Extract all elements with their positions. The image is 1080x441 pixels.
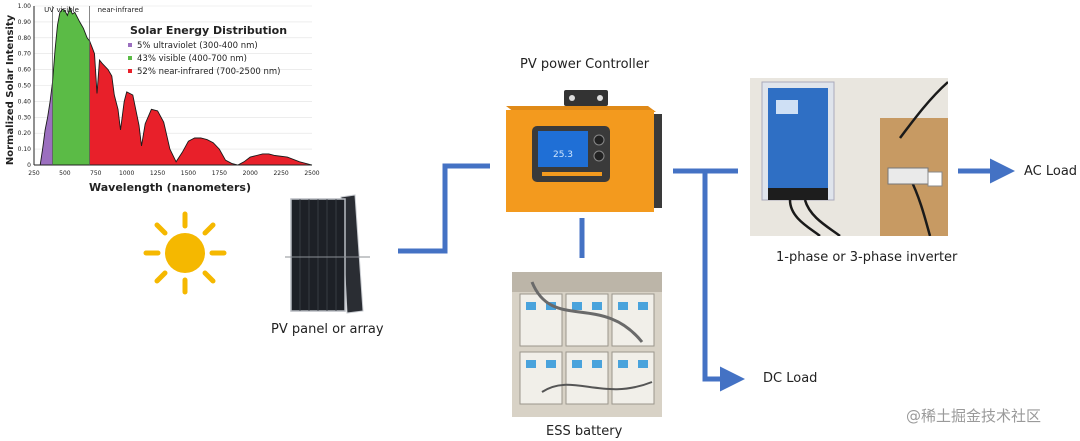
chart-y-tick-label: 0 — [27, 162, 31, 169]
chart-y-tick-label: 0.10 — [18, 146, 32, 153]
chart-x-tick-label: 2250 — [273, 170, 288, 177]
chart-area-visible — [52, 7, 90, 165]
chart-y-tick-label: 1.00 — [18, 3, 32, 10]
chart-y-tick-label: 0.60 — [18, 67, 32, 74]
sun-icon — [143, 211, 227, 295]
chart-region-label: UV — [44, 6, 54, 14]
chart-y-tick-label: 0.40 — [18, 98, 32, 105]
chart-x-tick-label: 1500 — [181, 170, 196, 177]
ac-load-label: AC Load — [1024, 164, 1078, 179]
inverter-label: 1-phase or 3-phase inverter — [776, 250, 958, 265]
chart-axes — [33, 6, 312, 166]
chart-x-tick-label: 1750 — [212, 170, 227, 177]
chart-legend-entry: 43% visible (400-700 nm) — [137, 54, 247, 64]
chart-y-tick-labels: 0 0.10 0.20 0.30 0.40 0.50 0.60 0.70 0.80 0.90 1.0… — [18, 3, 32, 169]
panel-to-controller-line — [398, 163, 490, 254]
chart-area-series — [39, 6, 313, 166]
solar-spectrum-chart: 0 0.10 0.20 0.30 0.40 0.50 0.60 0.70 0.80 0.90 1.0… — [0, 0, 320, 200]
chart-x-tick-label: 500 — [59, 170, 71, 177]
chart-area-near-infrared — [89, 41, 312, 165]
chart-legend-swatch — [128, 56, 132, 60]
pv-controller-image: 25.3 — [506, 90, 662, 212]
chart-x-axis-label: Wavelength (nanometers) — [89, 181, 251, 194]
pv-panel-image — [285, 194, 370, 314]
chart-curve-outline — [39, 6, 313, 166]
chart-legend-swatch — [128, 43, 132, 47]
chart-y-tick-label: 0.20 — [18, 130, 32, 137]
chart-y-tick-label: 0.90 — [18, 19, 32, 26]
chart-y-tick-label: 0.80 — [18, 35, 32, 42]
chart-x-tick-label: 1250 — [150, 170, 165, 177]
chart-x-tick-label: 250 — [28, 170, 40, 177]
chart-legend-entry: 5% ultraviolet (300-400 nm) — [137, 41, 258, 51]
dc-load-label: DC Load — [763, 371, 818, 386]
chart-region-label: near-infrared — [98, 6, 143, 14]
chart-legend: 5% ultraviolet (300-400 nm) 43% visible (… — [128, 41, 280, 77]
chart-region-label: visible — [57, 6, 79, 14]
chart-x-tick-label: 1000 — [119, 170, 134, 177]
chart-x-tick-labels: 250 500 750 1000 1250 1500 1750 2000 2250 2500 — [28, 170, 320, 177]
pv-panel-label: PV panel or array — [271, 322, 384, 337]
chart-title: Solar Energy Distribution — [130, 24, 287, 37]
watermark: @稀土掘金技术社区 — [906, 407, 1042, 425]
controller-label: PV power Controller — [520, 57, 650, 72]
inverter-image — [750, 78, 948, 236]
chart-y-axis-label: Normalized Solar Intensity — [5, 14, 16, 165]
chart-x-tick-label: 750 — [90, 170, 102, 177]
chart-x-tick-label: 2500 — [304, 170, 319, 177]
chart-legend-entry: 52% near-infrared (700-2500 nm) — [137, 67, 280, 77]
chart-legend-swatch — [128, 69, 132, 73]
chart-y-tick-label: 0.70 — [18, 51, 32, 58]
controller-to-dc-load-arrow — [702, 171, 745, 392]
chart-y-tick-label: 0.30 — [18, 114, 32, 121]
ess-battery-image — [512, 272, 662, 417]
battery-label: ESS battery — [546, 424, 623, 439]
chart-y-tick-label: 0.50 — [18, 83, 32, 90]
controller-display-value: 25.3 — [553, 150, 573, 160]
chart-x-tick-label: 2000 — [243, 170, 258, 177]
